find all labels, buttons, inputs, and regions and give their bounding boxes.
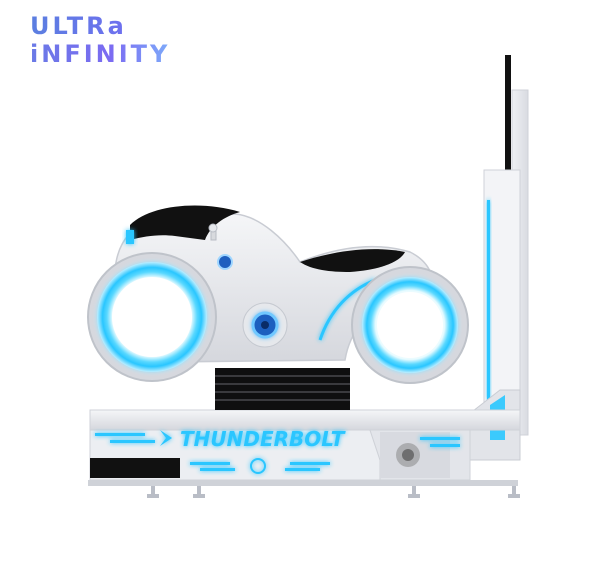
motorcycle-tank: [300, 249, 405, 272]
bellows-body: [215, 368, 350, 410]
base-light-graphics: [95, 430, 460, 474]
front-wheel-center: [112, 277, 192, 357]
brand-thunderbolt-text: THUNDERBOLT: [180, 427, 346, 451]
foot-2-pad: [193, 494, 205, 498]
logo-line-1: ULTRa: [30, 14, 210, 38]
back-tower: [454, 55, 529, 461]
base-bottom-rail: [88, 480, 518, 486]
motorcycle-seat: [130, 205, 240, 240]
tower-light-strip: [487, 200, 490, 400]
emblem-icon: [250, 458, 266, 474]
logo-line-2: iNFINITY: [30, 42, 210, 66]
body-light-stripe: [318, 278, 376, 341]
tower-black-strip: [505, 55, 511, 170]
rear-wheel-center: [377, 292, 443, 358]
blue-button-icon: [217, 254, 233, 270]
handle-knob: [208, 223, 218, 233]
light-line-5: [290, 462, 330, 465]
bellows-ribs: [215, 375, 350, 401]
bellows-actuator: [215, 368, 350, 410]
rear-light: [126, 230, 134, 244]
foot-3: [412, 486, 416, 496]
base-black-slot: [90, 458, 180, 478]
chevron-left-icon: [160, 430, 172, 446]
speaker-center: [402, 449, 414, 461]
base-platform: THUNDERBOLT: [88, 409, 521, 498]
light-line-8: [430, 444, 460, 447]
foot-1: [151, 486, 155, 496]
light-line-6: [285, 468, 320, 471]
motor-disc-center: [261, 321, 269, 329]
foot-3-pad: [408, 494, 420, 498]
foot-2: [197, 486, 201, 496]
light-line-4: [200, 468, 235, 471]
foot-4: [512, 486, 516, 496]
foot-1-pad: [147, 494, 159, 498]
light-line-3: [190, 462, 230, 465]
ultra-infinity-logo: ULTRa iNFINITY: [30, 14, 210, 66]
light-line-7: [420, 437, 460, 440]
foot-4-pad: [508, 494, 520, 498]
base-feet: [147, 486, 520, 498]
light-line-2: [110, 440, 155, 443]
light-line-1: [95, 433, 145, 436]
motorcycle: [87, 205, 469, 384]
